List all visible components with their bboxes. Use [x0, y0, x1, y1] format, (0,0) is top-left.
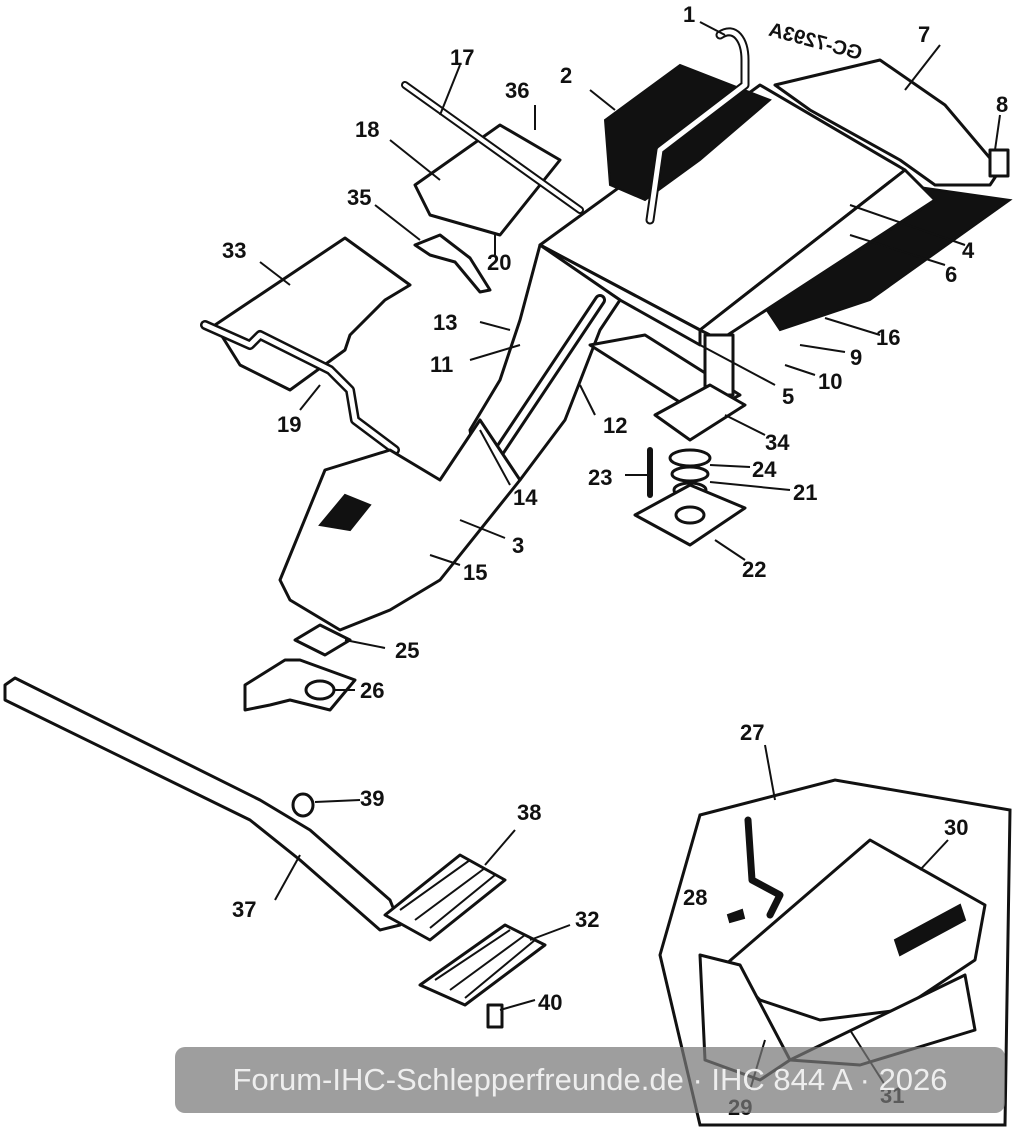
callout-38: 38 — [517, 800, 541, 825]
callout-numbers: 1 2 3 4 5 6 7 8 9 10 11 12 13 14 15 16 1… — [222, 2, 1008, 1120]
callout-24: 24 — [752, 457, 777, 482]
callout-5: 5 — [782, 384, 794, 409]
callout-15: 15 — [463, 560, 487, 585]
callout-30: 30 — [944, 815, 968, 840]
callout-11: 11 — [430, 352, 453, 377]
drawing-code: GC-7293A — [766, 19, 864, 65]
callout-20: 20 — [487, 250, 511, 275]
callout-40: 40 — [538, 990, 562, 1015]
callout-1: 1 — [683, 2, 695, 27]
callout-16: 16 — [876, 325, 900, 350]
callout-6: 6 — [945, 262, 957, 287]
callout-33: 33 — [222, 238, 246, 263]
callout-14: 14 — [513, 485, 538, 510]
watermark-banner: Forum-IHC-Schlepperfreunde.de · IHC 844 … — [175, 1047, 1005, 1113]
callout-34: 34 — [765, 430, 790, 455]
callout-7: 7 — [918, 22, 930, 47]
callout-39: 39 — [360, 786, 384, 811]
callout-35: 35 — [347, 185, 371, 210]
callout-12: 12 — [603, 413, 627, 438]
callout-26: 26 — [360, 678, 384, 703]
callout-37: 37 — [232, 897, 256, 922]
callout-32: 32 — [575, 907, 599, 932]
callout-8: 8 — [996, 92, 1008, 117]
callout-36: 36 — [505, 78, 529, 103]
step-assembly — [3, 676, 547, 1029]
callout-2: 2 — [560, 63, 572, 88]
callout-4: 4 — [962, 238, 975, 263]
callout-22: 22 — [742, 557, 766, 582]
platform-frame — [200, 27, 1013, 712]
callout-28: 28 — [683, 885, 707, 910]
callout-18: 18 — [355, 117, 379, 142]
callout-27: 27 — [740, 720, 764, 745]
callout-21: 21 — [793, 480, 817, 505]
callout-23: 23 — [588, 465, 612, 490]
callout-25: 25 — [395, 638, 419, 663]
callout-19: 19 — [277, 412, 301, 437]
callout-9: 9 — [850, 345, 862, 370]
callout-13: 13 — [433, 310, 457, 335]
callout-3: 3 — [512, 533, 524, 558]
callout-10: 10 — [818, 369, 842, 394]
callout-17: 17 — [450, 45, 474, 70]
